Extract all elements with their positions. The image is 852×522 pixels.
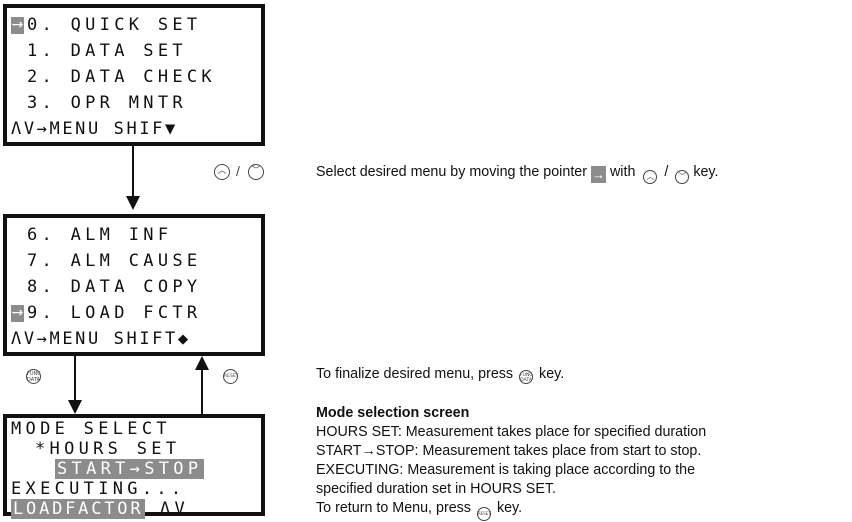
lcd-line-quick-set: →0. QUICK SET xyxy=(11,15,202,35)
lcd-line-opr-mntr: 3. OPR MNTR xyxy=(27,93,187,113)
flow-arrow-line xyxy=(201,368,203,416)
lcd-line-alm-inf: 6. ALM INF xyxy=(27,225,173,245)
lcd-screen-main-menu-1: →0. QUICK SET 1. DATA SET 2. DATA CHECK … xyxy=(3,4,265,146)
func-data-key-icon: FUNC DATA xyxy=(519,370,534,384)
down-key-icon: ﹀ xyxy=(675,170,690,184)
lcd-line-load-fctr: →9. LOAD FCTR xyxy=(11,303,202,323)
return-menu-instruction: To return to Menu, press RESET key. xyxy=(316,498,522,521)
mode-line-executing-cont: specified duration set in HOURS SET. xyxy=(316,481,556,497)
lcd-line-menu-shift: ΛV→MENU SHIFT◆ xyxy=(11,329,191,349)
down-key-icon: ﹀ xyxy=(248,164,264,180)
reset-key-icon: RESET xyxy=(223,369,238,384)
up-key-icon: ︿ xyxy=(643,170,658,184)
lcd-line-alm-cause: 7. ALM CAUSE xyxy=(27,251,202,271)
up-key-icon: ︿ xyxy=(214,164,230,180)
flow-arrow-up-icon xyxy=(195,356,209,370)
flow-arrow-line xyxy=(132,146,134,198)
mode-line-hours-set: HOURS SET: Measurement takes place for s… xyxy=(316,424,707,440)
mode-line-executing: EXECUTING: Measurement is taking place a… xyxy=(316,462,696,478)
lcd-line-data-check: 2. DATA CHECK xyxy=(27,67,216,87)
pointer-icon: → xyxy=(590,166,606,183)
flow-arrow-down-icon xyxy=(68,400,82,414)
reset-key-icon: RESET xyxy=(476,507,491,521)
lcd-line-executing: EXECUTING... xyxy=(11,479,186,499)
lcd-screen-main-menu-2: 6. ALM INF 7. ALM CAUSE 8. DATA COPY →9.… xyxy=(3,214,265,356)
func-data-key-icon: FUNC DATA xyxy=(26,369,41,384)
pointer-icon: → xyxy=(11,305,24,322)
flow-arrow-down-icon xyxy=(126,196,140,210)
finalize-menu-instruction: To finalize desired menu, press FUNC DAT… xyxy=(316,366,565,384)
mode-line-start-stop: START→STOP: Measurement takes place from… xyxy=(316,443,702,459)
mode-selection-title: Mode selection screen xyxy=(316,405,470,421)
lcd-line-mode-select: MODE SELECT xyxy=(11,419,171,439)
lcd-line-hours-set: *HOURS SET xyxy=(35,439,181,459)
lcd-line-data-copy: 8. DATA COPY xyxy=(27,277,202,297)
select-menu-instruction: Select desired menu by moving the pointe… xyxy=(316,164,719,184)
lcd-screen-mode-select: MODE SELECT *HOURS SET START→STOP EXECUT… xyxy=(3,414,265,519)
flow-arrow-line xyxy=(74,356,76,402)
lcd-line-start-stop: START→STOP xyxy=(55,459,205,479)
lcd-line-loadfactor: LOADFACTOR ΛV xyxy=(11,499,189,519)
pointer-icon: → xyxy=(11,17,24,34)
lcd-line-menu-shift: ΛV→MENU SHIF▼ xyxy=(11,119,178,139)
slash-separator: / xyxy=(236,163,240,179)
lcd-line-data-set: 1. DATA SET xyxy=(27,41,187,61)
